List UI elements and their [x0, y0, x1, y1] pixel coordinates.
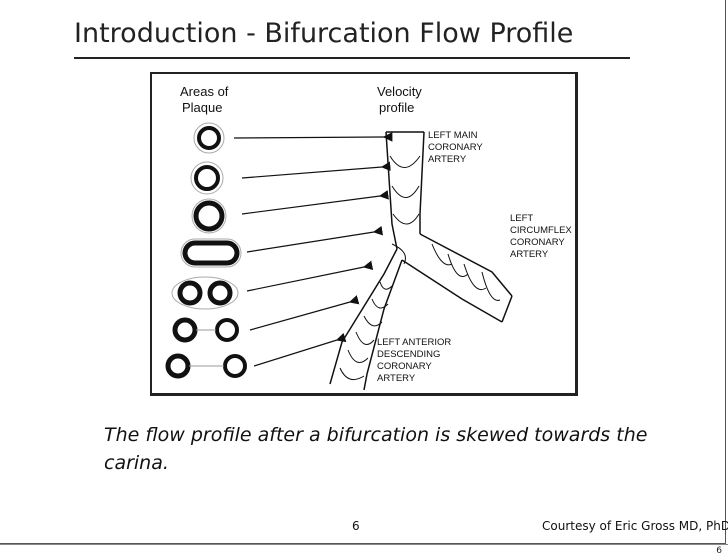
label-lad-3: CORONARY [377, 361, 432, 372]
plaque-ring-2 [190, 161, 224, 195]
bifurcation-figure: Areas of Plaque Velocity profile LEFT MA… [150, 72, 578, 396]
plaque-ring-7 [165, 353, 247, 379]
figure-drawing [165, 122, 513, 391]
label-lad-1: LEFT ANTERIOR [377, 337, 452, 348]
velocity-header-line1: Velocity [377, 84, 422, 99]
plaque-ring-4 [180, 238, 242, 268]
velocity-profiles [339, 155, 501, 381]
label-circumflex-4: ARTERY [510, 249, 549, 260]
plaque-ring-3 [191, 198, 227, 234]
label-lad-4: ARTERY [377, 373, 416, 384]
pointer-arrows [233, 132, 393, 367]
plaque-ring-5 [171, 276, 239, 310]
plaque-header-line1: Areas of [180, 84, 229, 99]
slide-title: Introduction - Bifurcation Flow Profile [74, 18, 574, 49]
label-left-main-1: LEFT MAIN [428, 130, 478, 141]
plaque-header-line2: Plaque [182, 100, 223, 115]
image-credit: Courtesy of Eric Gross MD, PhD [542, 519, 728, 533]
label-lad-2: DESCENDING [377, 349, 441, 360]
label-circumflex-3: CORONARY [510, 237, 565, 248]
velocity-header-line2: profile [379, 100, 415, 115]
label-left-main-2: CORONARY [428, 142, 483, 153]
footer-divider [0, 544, 728, 545]
label-circumflex-2: CIRCUMFLEX [510, 225, 572, 236]
page-number: 6 [352, 519, 360, 533]
slide-frame [0, 0, 726, 544]
slide-caption: The flow profile after a bifurcation is … [104, 424, 648, 474]
corner-page-number: 6 [716, 546, 722, 556]
label-left-main-3: ARTERY [428, 154, 467, 165]
left-main-artery [329, 131, 513, 391]
plaque-ring-1 [193, 122, 225, 154]
label-circumflex-1: LEFT [510, 213, 534, 224]
title-underline [74, 57, 630, 59]
plaque-ring-6 [172, 317, 239, 343]
